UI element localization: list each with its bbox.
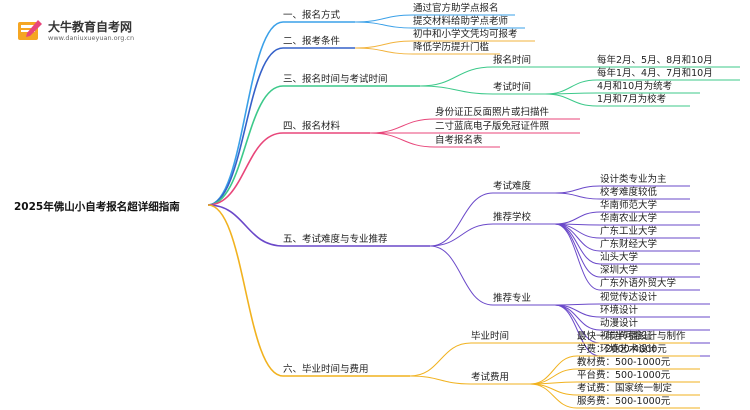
link-b6-fee-5 xyxy=(529,383,578,409)
b6-grad-value: 最快一年半可拿证 xyxy=(577,331,654,342)
link-root-b2 xyxy=(207,47,284,206)
branch-3-label: 三、报名时间与考试时间 xyxy=(283,74,388,85)
b5-school-5: 汕头大学 xyxy=(600,252,639,263)
b5-major-1: 视觉传达设计 xyxy=(600,292,658,303)
logo-book-icon xyxy=(18,20,42,40)
b2-item-2: 降低学历提升门槛 xyxy=(413,42,490,53)
b5-school-3: 广东工业大学 xyxy=(600,226,658,237)
b6-fee-2: 教材费：500-1000元 xyxy=(577,357,671,368)
link-b5-majors xyxy=(429,245,494,306)
branch-1-label: 一、报名方式 xyxy=(283,10,341,21)
link-b3-exam-3 xyxy=(544,93,598,107)
link-b5-diff-1 xyxy=(554,185,601,194)
b2-item-1: 初中和小学文凭均可报考 xyxy=(413,29,518,40)
b3-reg-value: 每年2月、5月、8月和10月 xyxy=(597,55,713,66)
logo-url: www.daniuxueyuan.org.cn xyxy=(48,34,135,42)
link-b3-reg xyxy=(419,66,494,87)
b3-exam-item-2: 4月和10月为统考 xyxy=(597,81,673,92)
b5-school-6: 深圳大学 xyxy=(600,265,639,276)
b6-fees-label: 考试费用 xyxy=(471,372,510,383)
b6-fee-4: 考试费：国家统一制定 xyxy=(577,383,673,394)
link-b6-fee-4 xyxy=(529,383,578,396)
link-root-b1 xyxy=(207,21,284,206)
root-title: 2025年佛山小自考报名超详细指南 xyxy=(14,201,180,213)
b1-item-1: 通过官方助学点报名 xyxy=(413,3,499,14)
b5-school-2: 华南农业大学 xyxy=(600,213,658,224)
b5-major-2: 环境设计 xyxy=(600,305,639,316)
b5-major-4: 视觉传播设计与制作 xyxy=(600,331,686,342)
b6-fee-5: 服务费：500-1000元 xyxy=(577,396,671,407)
b5-difficulty-item-2: 校考难度较低 xyxy=(600,187,658,198)
b5-school-1: 华南师范大学 xyxy=(600,200,658,211)
link-root-b3 xyxy=(207,85,284,206)
b4-item-3: 自考报名表 xyxy=(435,135,483,146)
link-root-b4 xyxy=(207,132,284,206)
branch-6-label: 六、毕业时间与费用 xyxy=(283,364,369,375)
b5-schools-label: 推荐学校 xyxy=(493,212,532,223)
link-b5-school-7 xyxy=(554,223,601,291)
link-b3-exam xyxy=(419,85,494,95)
link-b5-schools xyxy=(429,223,494,247)
b5-majors-label: 推荐专业 xyxy=(493,293,532,304)
link-b1-i2 xyxy=(354,21,414,29)
link-b2-i2 xyxy=(354,47,414,55)
link-root-b5 xyxy=(207,204,284,247)
link-b6-grad xyxy=(409,342,472,377)
b3-exam-label: 考试时间 xyxy=(493,82,532,93)
b1-item-2: 提交材料给助学点老师 xyxy=(413,16,509,27)
link-b5-major-1 xyxy=(554,303,601,306)
b5-school-7: 广东外语外贸大学 xyxy=(600,278,677,289)
b6-fee-3: 平台费：500-1000元 xyxy=(577,370,671,381)
b5-difficulty-label: 考试难度 xyxy=(493,181,532,192)
b5-major-3: 动漫设计 xyxy=(600,318,639,329)
b5-difficulty-item-1: 设计类专业为主 xyxy=(600,174,667,185)
link-b4-i1 xyxy=(369,118,436,134)
b3-exam-item-3: 1月和7月为校考 xyxy=(597,94,667,105)
link-b5-major-3 xyxy=(554,304,601,331)
branch-4-label: 四、报名材料 xyxy=(283,121,341,132)
link-b1-i1 xyxy=(354,14,414,23)
b5-major-5: 环境艺术设计 xyxy=(600,344,658,355)
link-b5-diff xyxy=(429,192,494,247)
link-b5-school-1 xyxy=(554,211,601,225)
link-b6-fees xyxy=(409,375,472,385)
logo: 大牛教育自考网 www.daniuxueyuan.org.cn xyxy=(14,16,134,52)
b5-school-4: 广东财经大学 xyxy=(600,239,658,250)
b6-grad-label: 毕业时间 xyxy=(471,331,510,342)
link-b3-exam-1 xyxy=(544,79,598,95)
b4-item-2: 二寸蓝底电子版免冠证件照 xyxy=(435,121,550,132)
link-b4-i3 xyxy=(369,132,436,148)
b3-exam-item-1: 每年1月、4月、7月和10月 xyxy=(597,68,713,79)
b3-reg-label: 报名时间 xyxy=(493,55,532,66)
link-b2-i1 xyxy=(354,40,414,49)
branch-2-label: 二、报考条件 xyxy=(283,36,341,47)
b4-item-1: 身份证正反面照片或扫描件 xyxy=(435,107,550,118)
link-b5-major-5 xyxy=(554,304,601,357)
logo-name: 大牛教育自考网 xyxy=(48,20,133,34)
link-root-b6 xyxy=(207,204,284,377)
b6-fee-1: 学费：2000-4000元 xyxy=(577,344,667,355)
link-b5-diff-2 xyxy=(554,192,601,200)
branch-5-label: 五、考试难度与专业推荐 xyxy=(283,234,388,245)
